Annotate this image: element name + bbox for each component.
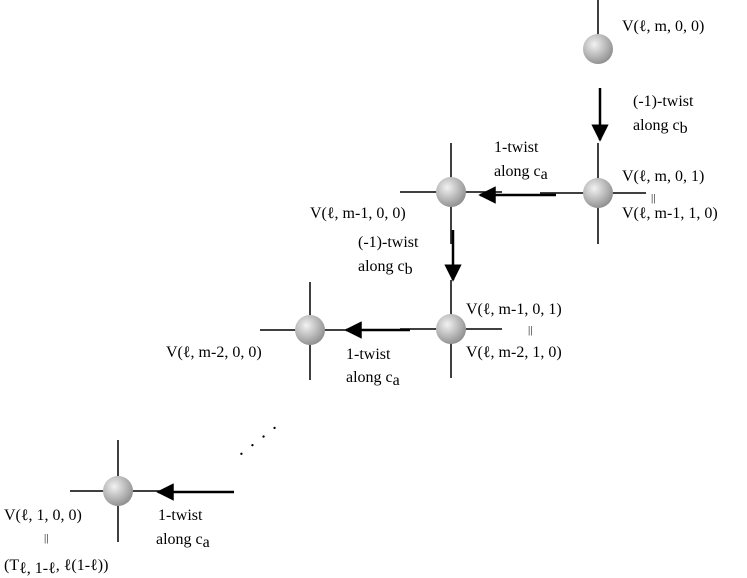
arrow-v3-to-v4-label-prefix: along c	[358, 258, 405, 275]
node-v6-ball	[103, 476, 133, 506]
arrow-v2-to-v3-label-prefix: along c	[494, 163, 541, 180]
arrow-v3-to-v4-label-line1: (-1)-twist	[358, 234, 419, 251]
arrow-v2-to-v3-label-subscript: a	[541, 166, 548, 183]
arrow-v4-to-v5-label-line2: along ca	[346, 369, 400, 389]
node-v4-label-bottom: V(ℓ, m-2, 1, 0)	[466, 344, 562, 361]
node-v2	[540, 143, 646, 244]
node-v6-label-bottom: (Tℓ, 1-ℓ, ℓ(1-ℓ))	[4, 557, 108, 577]
arrow-v3-to-v4-label-subscript: b	[405, 261, 413, 278]
node-v1-label: V(ℓ, m, 0, 0)	[622, 18, 704, 35]
node-v5-label: V(ℓ, m-2, 0, 0)	[166, 344, 262, 361]
node-v2-label-bottom: V(ℓ, m-1, 1, 0)	[622, 205, 718, 222]
node-v5-ball	[295, 315, 325, 345]
node-v3-ball	[436, 177, 466, 207]
node-v1	[583, 0, 613, 64]
node-v6-label-bottom-prefix: (T	[4, 557, 19, 574]
node-v2-ball	[583, 178, 613, 208]
arrow-v3-to-v4-label-line2: along cb	[358, 258, 413, 278]
node-v4-label-top: V(ℓ, m-1, 0, 1)	[466, 301, 562, 318]
node-v5	[260, 282, 360, 380]
node-v2-label-top: V(ℓ, m, 0, 1)	[622, 168, 704, 185]
node-v4	[400, 280, 502, 378]
arrow-v4-to-v5-label-subscript: a	[393, 372, 400, 389]
node-v3-label: V(ℓ, m-1, 0, 0)	[310, 205, 406, 222]
arrow-v1-to-v2-label-prefix: along c	[633, 117, 680, 134]
arrow-v4-to-v5-label-line1: 1-twist	[346, 346, 391, 363]
arrow-v1-to-v2-label-line1: (-1)-twist	[633, 93, 694, 110]
arrow-v4-to-v5-label-prefix: along c	[346, 369, 393, 386]
node-v2-equal-sign: ||	[651, 192, 655, 204]
arrow-v2-to-v3-label-line2: along ca	[494, 163, 548, 183]
node-v3	[400, 143, 502, 244]
node-v6-label-bottom-suffix: , ℓ(1-ℓ))	[56, 557, 109, 574]
node-v4-equal-sign: ||	[528, 324, 532, 336]
ellipsis-dots: . . . .	[230, 412, 282, 460]
node-v6	[70, 440, 166, 542]
node-v4-ball	[436, 314, 466, 344]
node-v1-ball	[583, 34, 613, 64]
node-v6-equal-sign: ||	[44, 532, 48, 544]
node-v6-label: V(ℓ, 1, 0, 0)	[4, 507, 82, 524]
arrow-v2-to-v3-label-line1: 1-twist	[494, 139, 539, 156]
arrow-to-v6-label-line1: 1-twist	[158, 507, 203, 524]
node-v6-label-bottom-subscript: ℓ, 1-ℓ	[19, 560, 56, 577]
arrow-to-v6-label-subscript: a	[203, 534, 210, 551]
arrow-v1-to-v2-label-subscript: b	[680, 120, 688, 137]
arrow-to-v6-label-line2: along ca	[156, 531, 210, 551]
arrow-to-v6-label-prefix: along c	[156, 531, 203, 548]
arrow-v1-to-v2-label-line2: along cb	[633, 117, 688, 137]
